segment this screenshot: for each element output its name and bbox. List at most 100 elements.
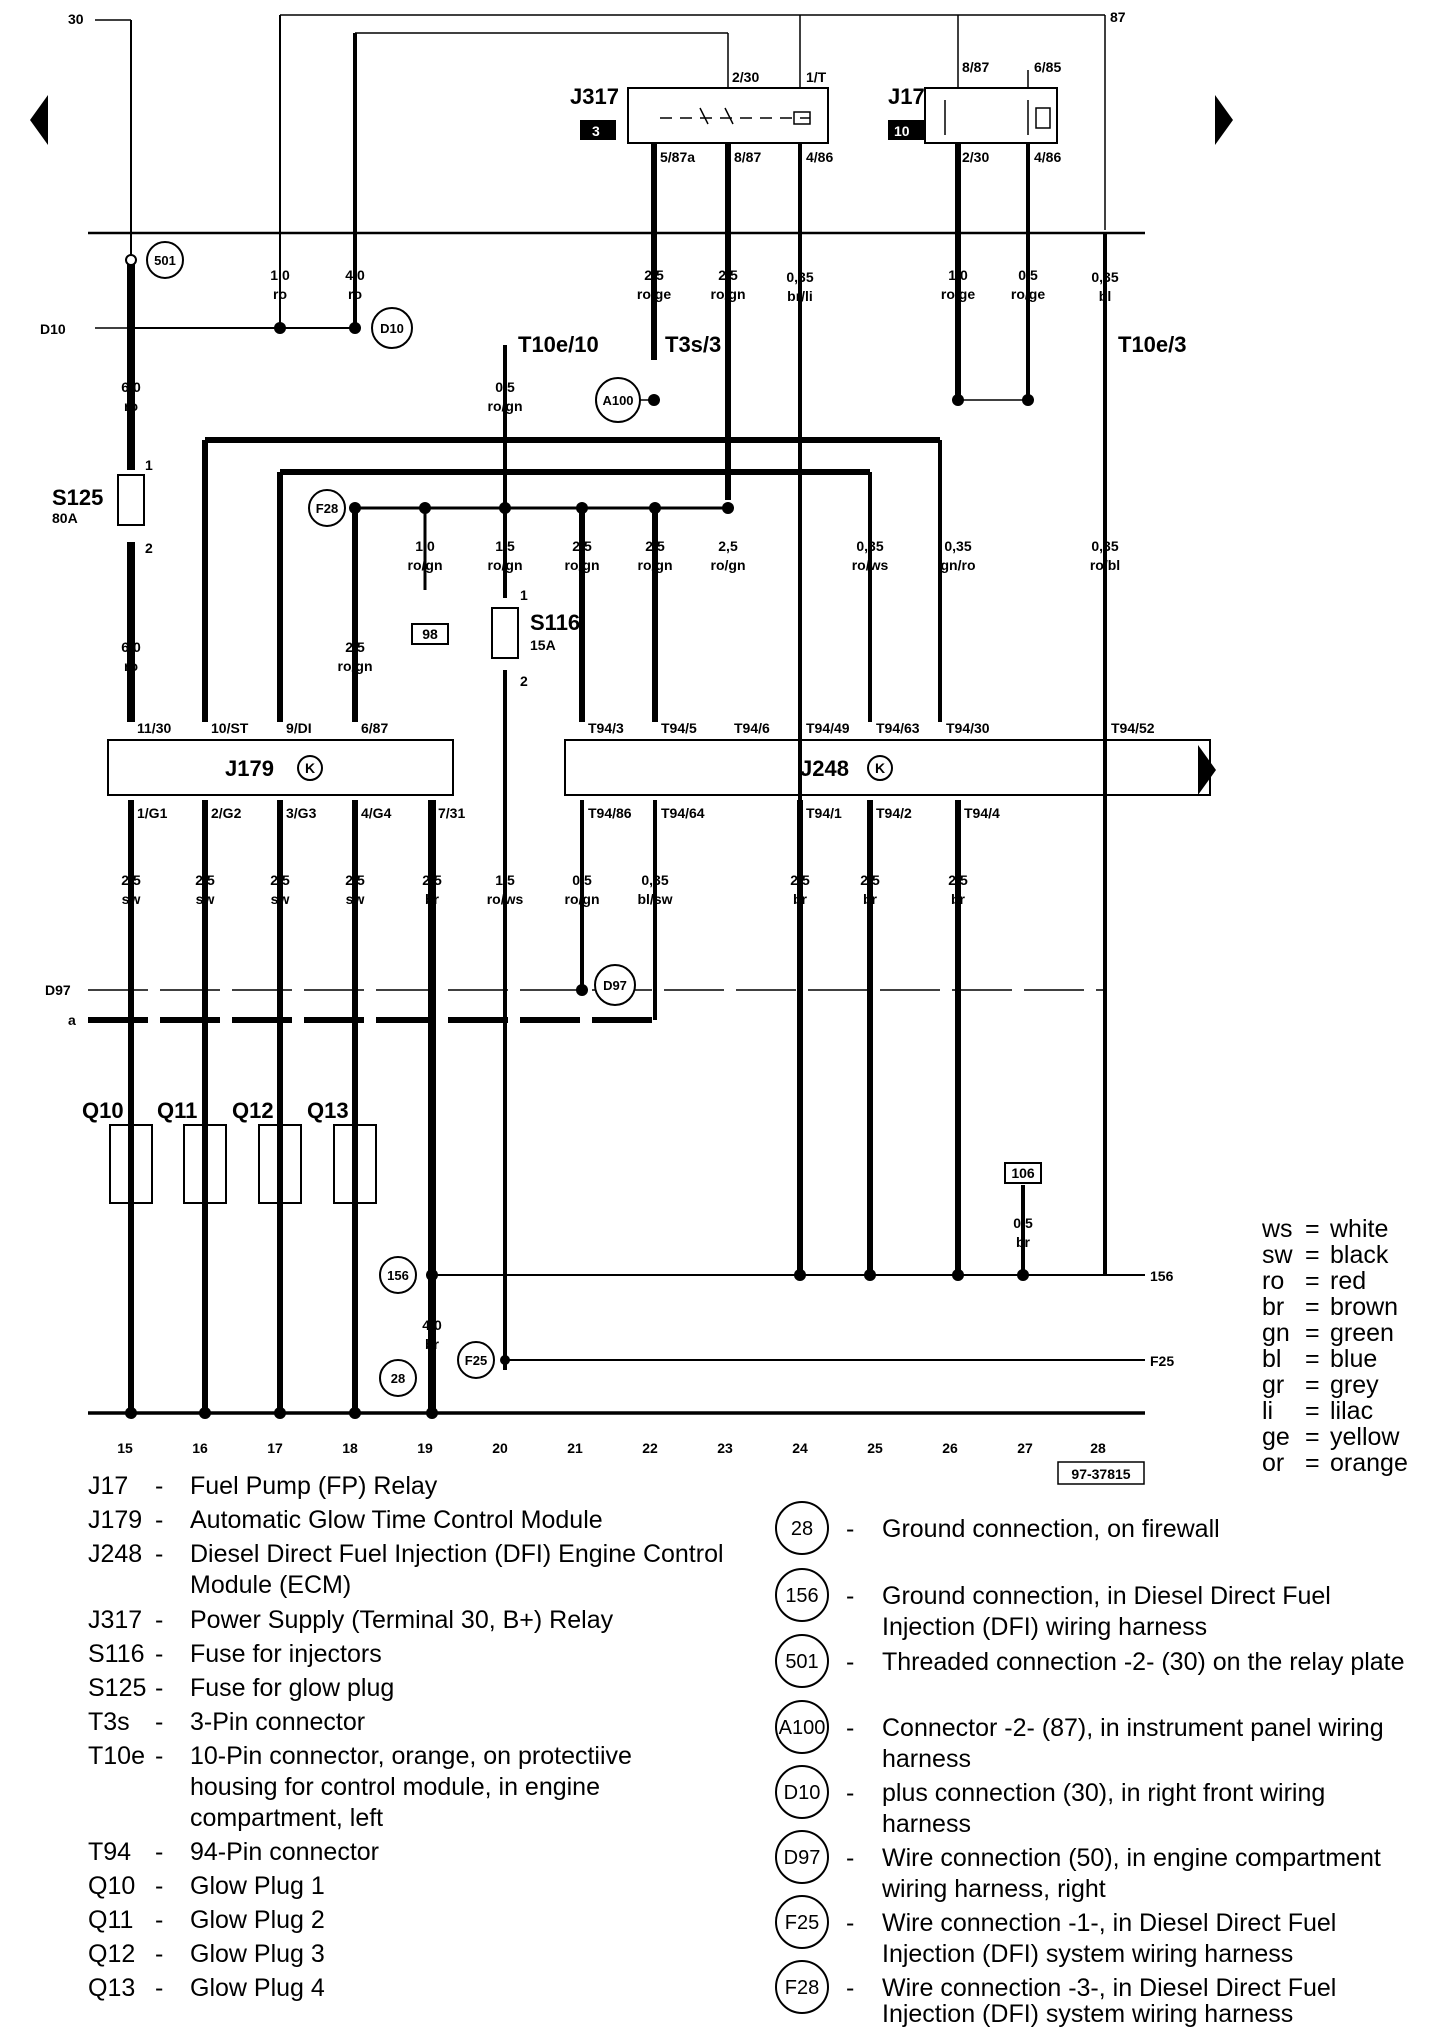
legend-code: J317: [88, 1606, 142, 1634]
legend-dash: -: [155, 1838, 163, 1866]
legend-desc: Diesel Direct Fuel Injection (DFI) Engin…: [190, 1540, 724, 1568]
nav-right-triangle-top: [1215, 95, 1233, 145]
track-number: 20: [492, 1440, 508, 1456]
wire-top-size: 4,0: [345, 267, 365, 283]
wire-t10e10-color: ro/gn: [488, 398, 523, 414]
j17-pin-6-85: 6/85: [1034, 59, 1061, 75]
legend-desc: Power Supply (Terminal 30, B+) Relay: [190, 1606, 614, 1634]
color-code-legend: ws = white sw = black ro = red br = brow…: [1261, 1215, 1408, 1477]
circle-a100: A100: [602, 393, 633, 408]
j17-name: J17: [888, 84, 925, 109]
j17-pin-8-87: 8/87: [962, 59, 989, 75]
legend-circle-code: A100: [779, 1717, 826, 1739]
wire-mid-color: ro/gn: [711, 557, 746, 573]
circle-28: 28: [391, 1371, 405, 1386]
color-meaning: red: [1330, 1267, 1366, 1295]
wire-mid-size: 2,5: [572, 538, 592, 554]
wire-mid-color: ro/gn: [565, 557, 600, 573]
wire-top-size: 1,0: [270, 267, 290, 283]
wire-30-color: ro: [124, 398, 138, 414]
legend-desc: plus connection (30), in right front wir…: [882, 1779, 1325, 1807]
terminal-87-label: 87: [1110, 9, 1126, 25]
legend-code: J248: [88, 1540, 142, 1568]
track-number: 26: [942, 1440, 958, 1456]
j248-pin-top: T94/49: [806, 720, 850, 736]
color-code: bl: [1262, 1345, 1281, 1373]
wire-bottom-color: sw: [346, 891, 365, 907]
track-number: 25: [867, 1440, 883, 1456]
legend-dash: -: [155, 1540, 163, 1568]
wire-mid-size: 2,5: [645, 538, 665, 554]
wire-top-size: 2,5: [718, 267, 738, 283]
wire-30-size: 6,0: [121, 379, 141, 395]
wire-bottom-size: 2,5: [860, 872, 880, 888]
wire-top-color: ro: [273, 286, 287, 302]
wire-mid-size: 1,0: [415, 538, 435, 554]
legend-circle-code: 156: [785, 1585, 818, 1607]
wire-mid-size: 2,5: [718, 538, 738, 554]
legend-dash: -: [155, 1974, 163, 2002]
j17-slot-box: [888, 120, 924, 140]
wire-bottom-color: ro/ws: [487, 891, 524, 907]
legend-code: S125: [88, 1674, 146, 1702]
wire-bottom-size: 0,5: [572, 872, 592, 888]
legend-code: Q13: [88, 1974, 135, 2002]
legend-dash: -: [155, 1606, 163, 1634]
track-number: 24: [792, 1440, 808, 1456]
legend-desc: Glow Plug 4: [190, 1974, 325, 2002]
color-code: sw: [1262, 1241, 1294, 1269]
wire-mid-size: 0,35: [856, 538, 883, 554]
legend-dash: -: [846, 1844, 854, 1872]
j17-relay-body: [924, 87, 1058, 144]
legend-dash: -: [155, 1906, 163, 1934]
legend-desc: Injection (DFI) system wiring harness: [882, 2000, 1293, 2028]
j179-badge: K: [305, 760, 315, 776]
wire-top-color: ro/ge: [1011, 286, 1045, 302]
legend-desc: Fuse for injectors: [190, 1640, 382, 1668]
j248-pin-bottom: T94/64: [661, 805, 705, 821]
wire-bottom-color: br: [793, 891, 808, 907]
legend-circle-code: 501: [785, 1651, 818, 1673]
circle-501-shape: [146, 241, 184, 279]
legend-dash: -: [846, 1648, 854, 1676]
legend-desc: Automatic Glow Time Control Module: [190, 1506, 603, 1534]
j248-pin-bottom: T94/1: [806, 805, 842, 821]
j179-badge-circle: [297, 755, 323, 781]
s116-fuse-body: [491, 607, 519, 659]
circle-501: 501: [154, 253, 176, 268]
j248-pin-top: T94/3: [588, 720, 624, 736]
color-code: br: [1262, 1293, 1284, 1321]
j248-pin-top: T94/63: [876, 720, 920, 736]
j248-badge: K: [875, 760, 885, 776]
circle-d97: D97: [603, 978, 627, 993]
connector-t10e-3: T10e/3: [1118, 332, 1187, 357]
wire-mid-color: ro/gn: [488, 557, 523, 573]
j17-pin-2-30: 2/30: [962, 149, 989, 165]
j317-pin-4-86: 4/86: [806, 149, 833, 165]
track-number: 27: [1017, 1440, 1033, 1456]
legend-dash: -: [846, 1779, 854, 1807]
glow-plug-label: Q10: [82, 1098, 124, 1123]
wire-bottom-color: ro/gn: [565, 891, 600, 907]
legend-desc: 94-Pin connector: [190, 1838, 379, 1866]
legend-desc: Module (ECM): [190, 1571, 351, 1599]
wire-bottom-color: sw: [196, 891, 215, 907]
wire-mid-size: 0,35: [1091, 538, 1118, 554]
color-code-eq: =: [1305, 1397, 1320, 1425]
color-meaning: green: [1330, 1319, 1394, 1347]
legend-dash: -: [846, 1714, 854, 1742]
j317-pin-1-t: 1/T: [806, 69, 827, 85]
legend-desc: Wire connection (50), in engine compartm…: [882, 1844, 1381, 1872]
color-meaning: yellow: [1330, 1423, 1400, 1451]
color-code-eq: =: [1305, 1293, 1320, 1321]
j317-name: J317: [570, 84, 619, 109]
track-numbers: 15 16 17 18 19 20 21 22 23 24 25 26 27 2…: [117, 1440, 1106, 1456]
legend-circle-code: 28: [791, 1518, 813, 1540]
wire-bottom-color: br: [863, 891, 878, 907]
j317-pin-5-87a: 5/87a: [660, 149, 695, 165]
track-number: 21: [567, 1440, 583, 1456]
color-meaning: blue: [1330, 1345, 1377, 1373]
legend-desc: Wire connection -3-, in Diesel Direct Fu…: [882, 1974, 1336, 2002]
wire-bottom-color: bl/sw: [637, 891, 672, 907]
ref-box-106: 106: [1011, 1165, 1035, 1181]
